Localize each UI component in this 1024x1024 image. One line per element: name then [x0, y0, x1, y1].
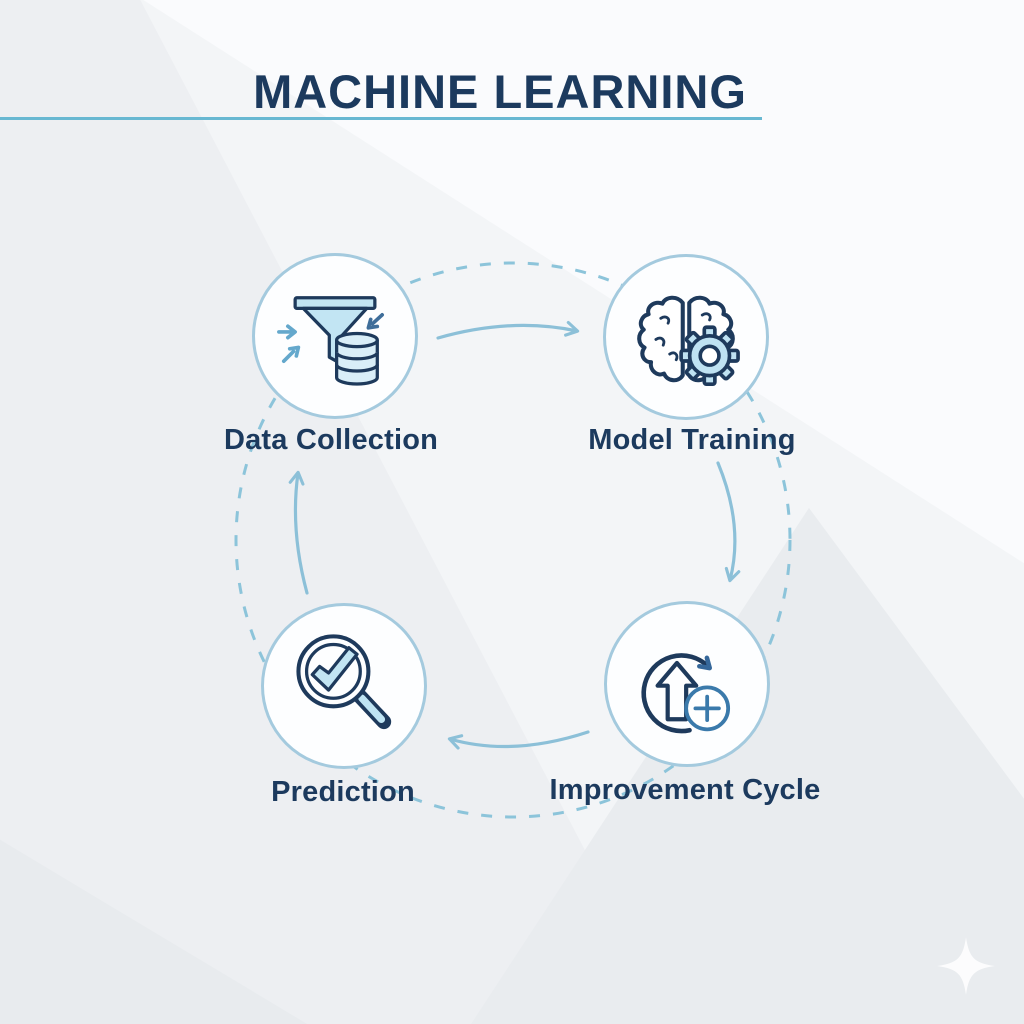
title-underline: [0, 117, 762, 120]
node-prediction: [261, 603, 427, 769]
node-model-training: [603, 254, 769, 420]
node-data-collection: [252, 253, 418, 419]
node-label-improvement-cycle: Improvement Cycle: [549, 774, 821, 806]
arrow-prediction-to-data: [288, 470, 309, 595]
magnifier-checkmark-icon: [296, 634, 392, 730]
node-label-model-training: Model Training: [588, 424, 796, 456]
sparkle-icon: [937, 937, 995, 995]
arrow-training-to-improvement: [716, 461, 741, 583]
node-label-prediction: Prediction: [271, 776, 415, 808]
arrow-data-to-training: [436, 321, 580, 340]
node-improvement-cycle: [604, 601, 770, 767]
funnel-database-icon: [277, 296, 385, 386]
page-title: MACHINE LEARNING: [253, 65, 747, 118]
loop-arrow-plus-icon: [641, 653, 731, 734]
node-label-data-collection: Data Collection: [223, 424, 439, 456]
arrow-improvement-to-prediction: [447, 730, 590, 750]
dashed-cycle-circle: [234, 261, 792, 819]
brain-gear-icon: [637, 295, 740, 387]
